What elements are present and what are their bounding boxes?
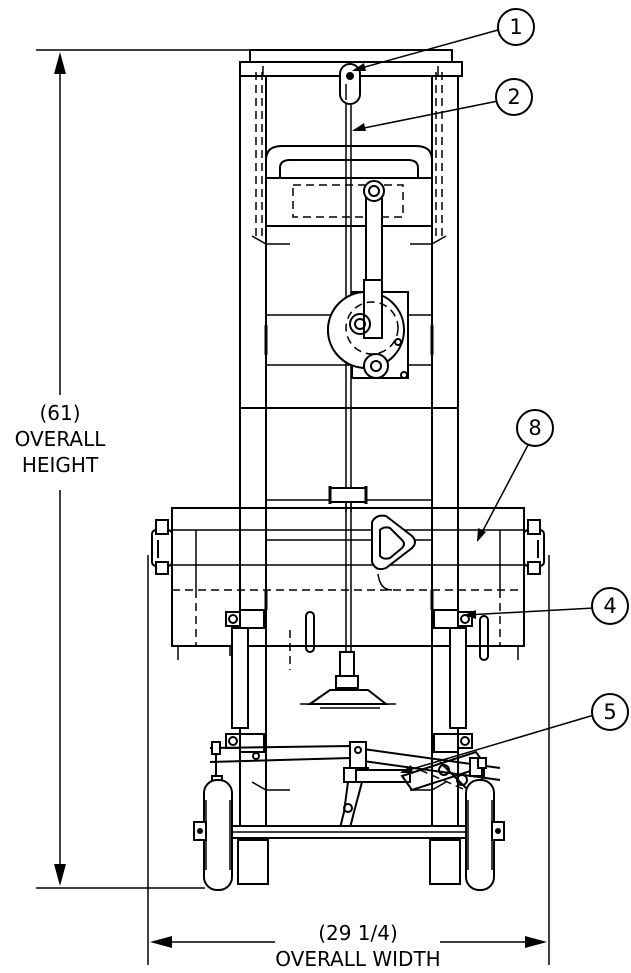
height-label-line2: HEIGHT: [22, 453, 99, 477]
callout-leaders: [352, 29, 595, 773]
callout-8: 8: [516, 409, 554, 447]
overall-width-dimension: (29 1/4) OVERALL WIDTH: [147, 555, 550, 971]
left-side-latch: [151, 519, 173, 575]
right-side-latch: [523, 519, 545, 575]
height-label-line1: OVERALL: [15, 427, 107, 451]
winch-lower-gear: [363, 353, 389, 379]
winch-crank-arm: [365, 189, 383, 281]
svg-text:1: 1: [509, 15, 522, 39]
platform-slots: [289, 611, 489, 670]
svg-text:4: 4: [603, 594, 616, 618]
callout-4: 4: [591, 587, 629, 625]
winch-crank-knob: [363, 180, 385, 202]
width-value: (29 1/4): [318, 921, 398, 945]
overall-height-dimension: (61) OVERALL HEIGHT: [15, 49, 250, 889]
wheel-axle: [231, 825, 467, 839]
top-pulley: [339, 63, 361, 105]
width-arrow-left: [150, 936, 172, 948]
callout-1: 1: [497, 8, 535, 46]
foot-kick-lever: [320, 781, 380, 830]
svg-text:5: 5: [603, 700, 616, 724]
platform-handle-slot: [371, 514, 416, 571]
left-wheel: [193, 779, 233, 891]
callout-5: 5: [591, 693, 629, 731]
winch-assembly: [327, 180, 409, 379]
svg-text:8: 8: [528, 416, 541, 440]
width-arrow-right: [525, 936, 547, 948]
callout-2: 2: [495, 78, 533, 116]
push-handle: [265, 145, 433, 227]
lower-rail-feet: [237, 839, 461, 885]
width-label: OVERALL WIDTH: [275, 947, 440, 971]
cable-clamp: [328, 486, 368, 512]
lift-cable: [345, 95, 352, 675]
left-upright-rail: [239, 72, 267, 885]
left-mounting-plate: [225, 609, 265, 753]
height-arrow-top: [54, 52, 66, 74]
center-lock-rod: [300, 651, 396, 709]
right-wheel: [465, 779, 505, 891]
svg-text:2: 2: [507, 85, 520, 109]
right-mounting-plate: [433, 609, 473, 753]
height-value: (61): [39, 401, 80, 425]
height-arrow-bottom: [54, 864, 66, 886]
